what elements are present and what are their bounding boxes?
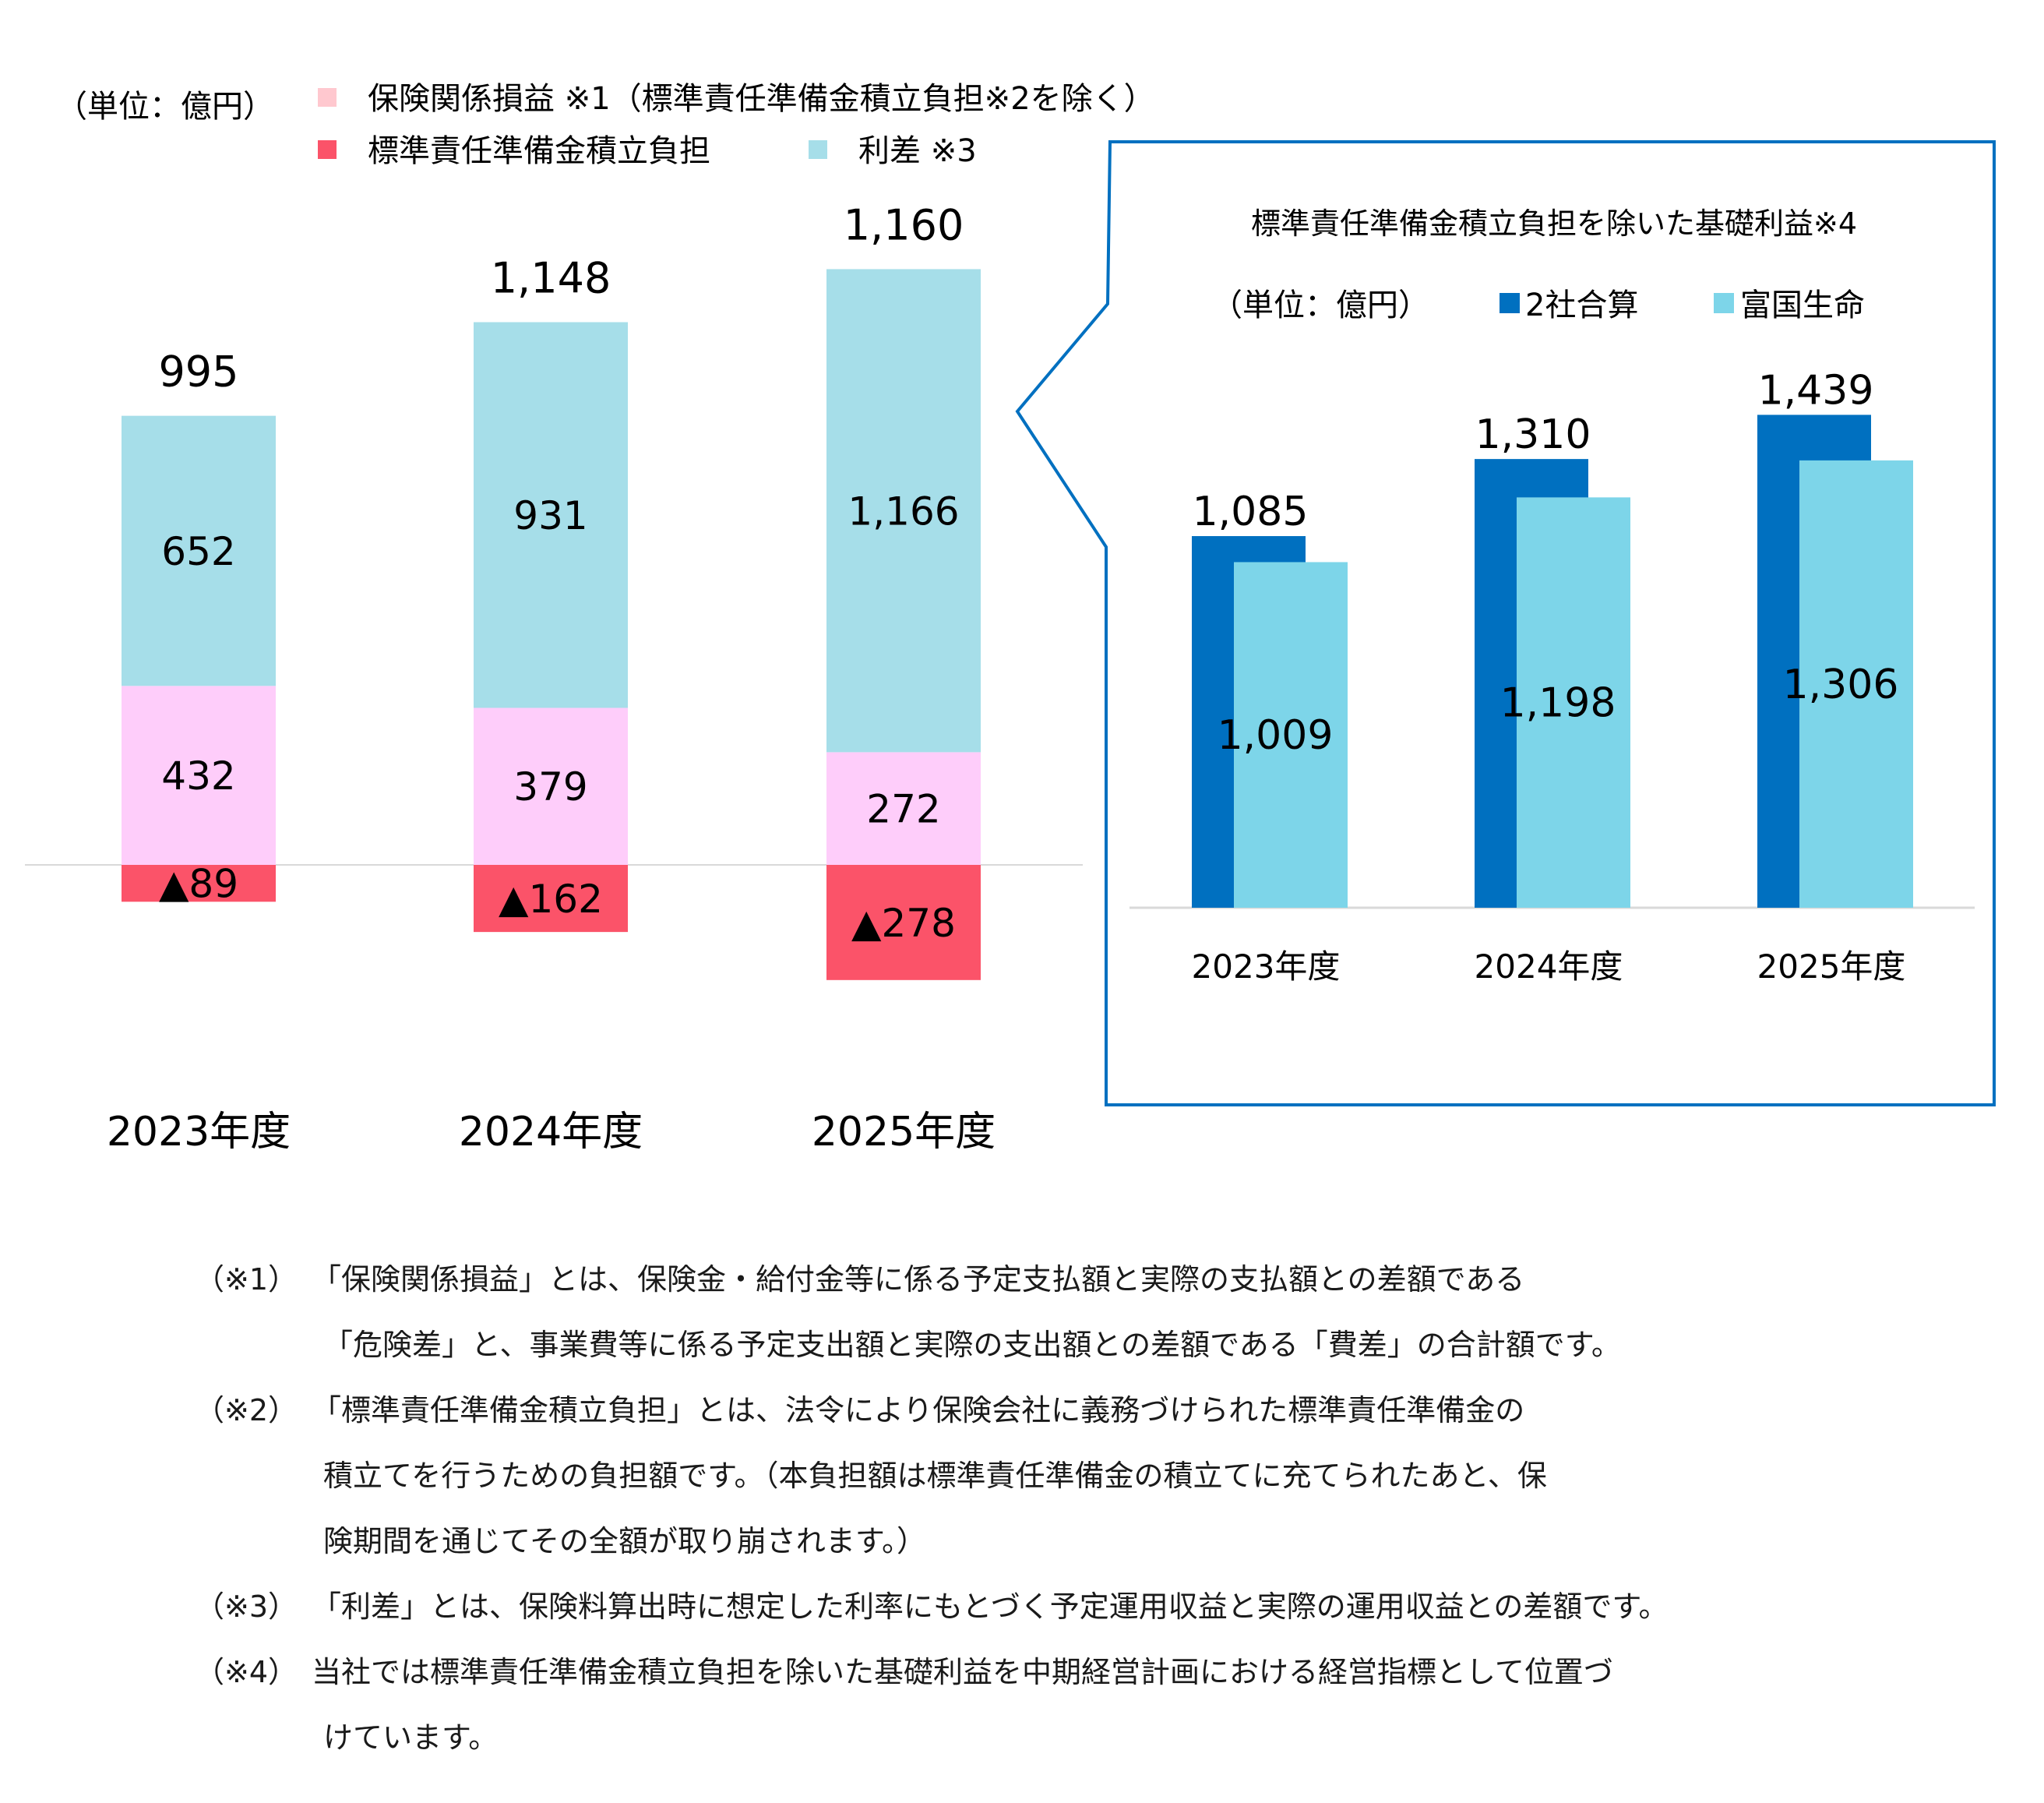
bar-reserve: [122, 865, 276, 902]
inset-plot: 1,085 1,009 2023年度 1,310 1,198 2024年度 1,439 1,3…: [1129, 367, 1975, 986]
footnote-line: （※4） 当社では標準責任準備金積立負担を除いた基礎利益を中期経営計画における経営…: [195, 1639, 2002, 1705]
footnote-mark: （※1）: [195, 1262, 298, 1297]
label-fukoku: 1,009: [1218, 712, 1334, 759]
label-combined: 1,310: [1475, 411, 1591, 458]
footnote-text: 「保険関係損益」とは、保険金・給付金等に係る予定支払額と実際の支払額との差額であ…: [312, 1262, 1525, 1297]
label-total: 995: [158, 348, 238, 397]
main-plot: 432 652 ▲89 995 2023年度 379 931 ▲162 1,148 2024年度 2…: [25, 200, 1083, 1156]
footnote-line: 積立てを行うための負担額です。（本負担額は標準責任準備金の積立てに充てられたあと…: [195, 1443, 2002, 1508]
bar-margin: [826, 269, 981, 753]
bar-fukoku: [1799, 460, 1913, 908]
inset-unit-label: （単位：億円）: [1211, 288, 1429, 323]
legend-swatch-reserve: [318, 140, 337, 159]
label-margin: 652: [161, 529, 235, 574]
bar-insurance: [474, 707, 628, 865]
footnote-line: （※2） 「標準責任準備金積立負担」とは、法令により保険会社に義務づけられた標準責…: [195, 1378, 2002, 1443]
label-fukoku: 1,198: [1500, 680, 1616, 727]
label-combined: 1,439: [1758, 367, 1874, 414]
label-fukoku: 1,306: [1783, 662, 1899, 708]
category-label: 2024年度: [459, 1109, 643, 1156]
bar-fukoku: [1234, 562, 1348, 908]
label-reserve: ▲89: [159, 862, 238, 907]
inset-category-label: 2025年度: [1757, 947, 1906, 986]
footnote-text: 「利差」とは、保険料算出時に想定した利率にもとづく予定運用収益と実際の運用収益と…: [312, 1590, 1669, 1624]
footnote-text: 「危険差」と、事業費等に係る予定支出額と実際の支出額との差額である「費差」の合計…: [323, 1328, 1621, 1362]
label-insurance: 432: [161, 753, 235, 799]
footnote-line: （※1） 「保険関係損益」とは、保険金・給付金等に係る予定支払額と実際の支払額との…: [195, 1247, 2002, 1312]
legend-swatch-combined: [1500, 293, 1520, 313]
footnote-line: （※3） 「利差」とは、保険料算出時に想定した利率にもとづく予定運用収益と実際の運…: [195, 1574, 2002, 1639]
bar-insurance: [122, 686, 276, 865]
label-combined: 1,085: [1193, 489, 1309, 535]
inset-title: 標準責任準備金積立負担を除いた基礎利益※4: [1251, 206, 1857, 241]
legend-swatch-insurance: [318, 88, 337, 107]
legend-label-combined: 2社合算: [1525, 288, 1638, 323]
inset-category-label: 2024年度: [1475, 947, 1623, 986]
bar-fukoku: [1517, 497, 1630, 908]
footnote-text: 「標準責任準備金積立負担」とは、法令により保険会社に義務づけられた標準責任準備金…: [312, 1393, 1525, 1427]
footnote-text: 当社では標準責任準備金積立負担を除いた基礎利益を中期経営計画における経営指標とし…: [312, 1655, 1613, 1689]
footnote-mark: （※4）: [195, 1655, 298, 1689]
inset-callout-frame: [1015, 140, 1996, 1106]
bar-margin: [474, 322, 628, 708]
legend-swatch-margin: [809, 140, 827, 159]
chart-area: （単位：億円） 保険関係損益 ※1（標準責任準備金積立負担※2を除く） 標準責任…: [25, 81, 1996, 1156]
footnote-line: けています。: [195, 1705, 2002, 1770]
label-margin: 931: [513, 493, 587, 538]
footnotes: （※1） 「保険関係損益」とは、保険金・給付金等に係る予定支払額と実際の支払額との…: [195, 1247, 2002, 1770]
footnote-mark: （※3）: [195, 1590, 298, 1624]
bar-reserve: [474, 865, 628, 933]
label-reserve: ▲278: [851, 901, 956, 946]
legend-label-margin: 利差 ※3: [858, 133, 977, 169]
bar-margin: [122, 415, 276, 686]
footnote-text: 険期間を通じてその全額が取り崩されます。）: [323, 1524, 927, 1558]
legend-label-reserve: 標準責任準備金積立負担: [368, 133, 710, 169]
legend-swatch-fukoku: [1714, 293, 1734, 313]
label-reserve: ▲162: [499, 877, 603, 922]
footnote-text: 積立てを行うための負担額です。（本負担額は標準責任準備金の積立てに充てられたあと…: [323, 1459, 1547, 1493]
footnote-mark: （※2）: [195, 1393, 298, 1427]
inset-category-label: 2023年度: [1192, 947, 1341, 986]
footnote-text: けています。: [323, 1720, 499, 1755]
label-insurance: 379: [513, 764, 587, 810]
footnote-line: 「危険差」と、事業費等に係る予定支出額と実際の支出額との差額である「費差」の合計…: [195, 1312, 2002, 1378]
legend-label-insurance: 保険関係損益 ※1（標準責任準備金積立負担※2を除く）: [368, 81, 1155, 117]
main-unit-label: （単位：億円）: [56, 89, 274, 125]
legend-label-fukoku: 富国生命: [1740, 288, 1865, 323]
category-label: 2023年度: [107, 1109, 291, 1156]
category-label: 2025年度: [812, 1109, 996, 1156]
footnote-line: 険期間を通じてその全額が取り崩されます。）: [195, 1508, 2002, 1574]
bar-reserve: [826, 865, 981, 980]
label-total: 1,148: [491, 253, 611, 302]
label-insurance: 272: [866, 787, 940, 832]
bar-insurance: [826, 752, 981, 865]
label-margin: 1,166: [848, 489, 959, 534]
label-total: 1,160: [844, 200, 964, 249]
